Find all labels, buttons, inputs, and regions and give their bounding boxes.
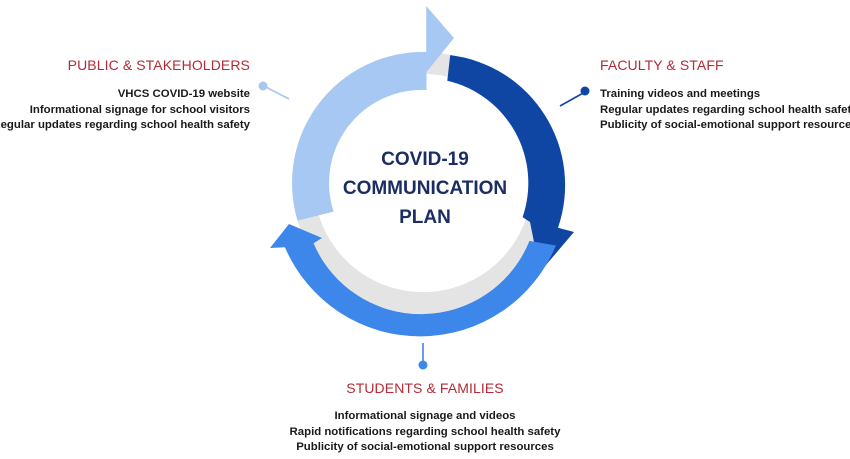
connector-dot-public [258,81,268,91]
connector-dot-students [418,360,428,370]
list-item: Informational signage for school visitor… [29,103,250,116]
list-item: Training videos and meetings [600,88,761,100]
arrow-students [270,224,556,337]
group-item-list: VHCS COVID-19 website Informational sign… [0,87,250,134]
arrow-public [292,6,454,221]
connector-public [263,85,290,100]
group-heading: STUDENTS & FAMILIES [346,380,504,396]
connector-dot-faculty [580,86,590,96]
connector-faculty [559,91,586,107]
plan-title-line-1: COVID-19 [381,149,469,170]
center-disc [314,74,532,292]
group-heading: PUBLIC & STAKEHOLDERS [67,57,250,73]
group-students-families: STUDENTS & FAMILIES Informational signag… [0,380,850,456]
plan-title: COVID-19 COMMUNICATION PLAN [330,145,520,232]
list-item: Informational signage and videos [334,410,516,422]
plan-title-line-3: PLAN [399,207,451,228]
list-item: Regular updates regarding school health … [600,103,850,116]
list-item: VHCS COVID-19 website [117,88,250,100]
group-item-list: Training videos and meetings Regular upd… [600,87,850,134]
list-item: Rapid notifications regarding school hea… [289,425,561,438]
list-item: Publicity of social-emotional support re… [296,441,554,453]
group-heading: FACULTY & STAFF [600,57,724,73]
group-public-stakeholders: PUBLIC & STAKEHOLDERS VHCS COVID-19 webs… [0,57,250,134]
group-item-list: Informational signage and videos Rapid n… [0,409,850,456]
arrow-faculty [447,55,574,272]
plan-title-line-2: COMMUNICATION [342,178,508,199]
list-item: Regular updates regarding school health … [0,119,250,131]
group-faculty-staff: FACULTY & STAFF Training videos and meet… [600,57,850,134]
list-item: Publicity of social-emotional support re… [600,119,850,131]
